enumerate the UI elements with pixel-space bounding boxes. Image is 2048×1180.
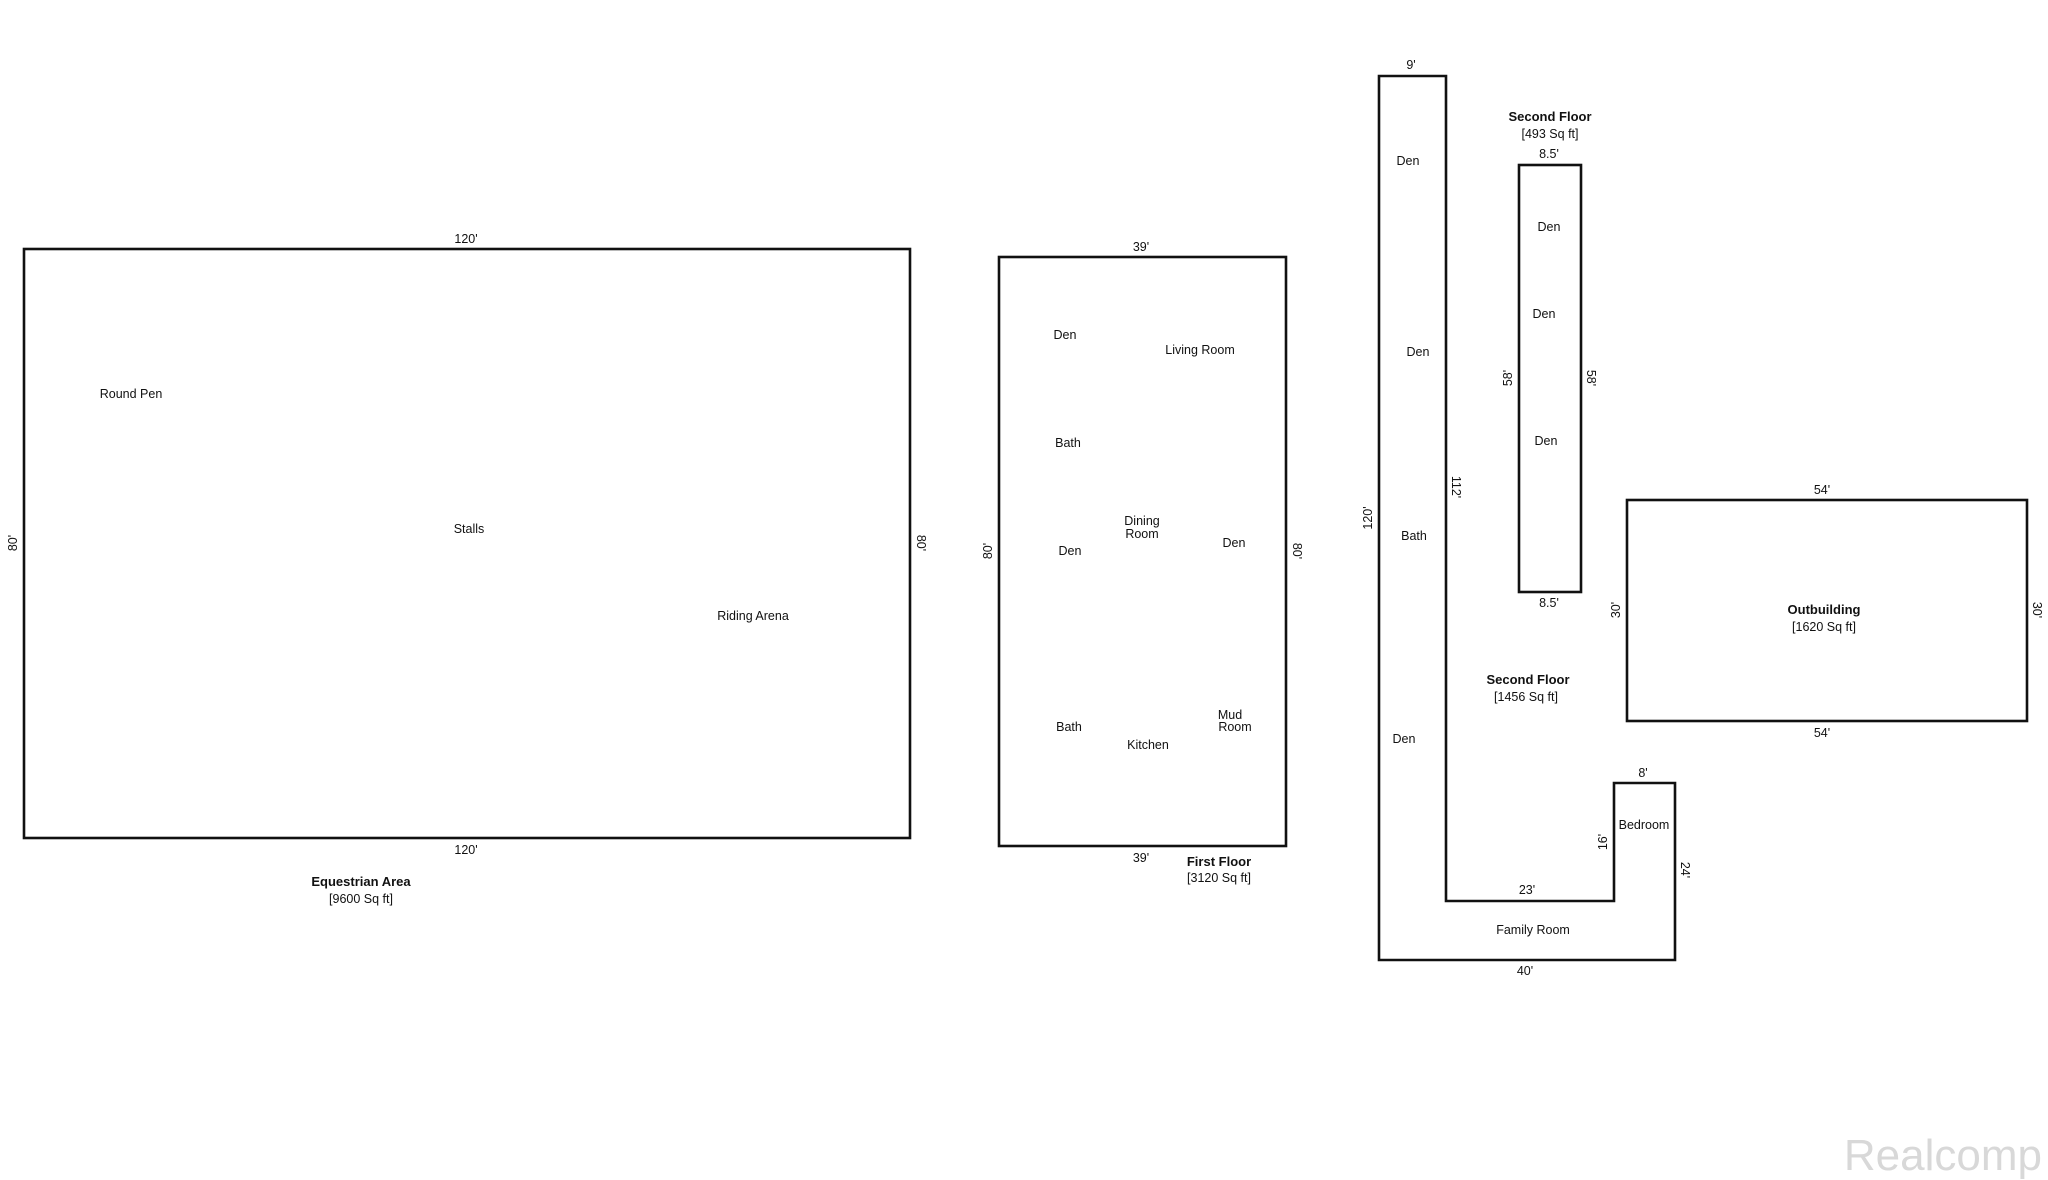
room-den: Den bbox=[1059, 544, 1082, 558]
first-floor-dim-top: 39' bbox=[1133, 240, 1149, 254]
outbuilding-dim-left: 30' bbox=[1609, 602, 1623, 618]
room-dining-room-line1: Dining bbox=[1124, 514, 1159, 528]
equestrian-dim-bottom: 120' bbox=[454, 843, 477, 857]
room-family-room: Family Room bbox=[1496, 923, 1570, 937]
second-floor-large-title: Second Floor bbox=[1486, 672, 1569, 687]
second-floor-small-dim-right: 58' bbox=[1584, 370, 1598, 386]
room-den: Den bbox=[1407, 345, 1430, 359]
equestrian-title: Equestrian Area bbox=[311, 874, 411, 889]
second-floor-dim-inner-bottom: 23' bbox=[1519, 883, 1535, 897]
second-floor-small-dim-top: 8.5' bbox=[1539, 147, 1559, 161]
room-den: Den bbox=[1223, 536, 1246, 550]
room-bath: Bath bbox=[1056, 720, 1082, 734]
outbuilding-dim-top: 54' bbox=[1814, 483, 1830, 497]
second-floor-dim-bottom: 40' bbox=[1517, 964, 1533, 978]
outbuilding-title: Outbuilding bbox=[1788, 602, 1861, 617]
room-stalls: Stalls bbox=[454, 522, 485, 536]
first-floor-dim-left: 80' bbox=[981, 543, 995, 559]
first-floor-outline bbox=[997, 255, 1288, 848]
second-floor-large-outline bbox=[1377, 74, 1677, 962]
room-den: Den bbox=[1535, 434, 1558, 448]
second-floor-dim-inner-right: 112' bbox=[1449, 476, 1463, 498]
second-floor-dim-inner-step: 16' bbox=[1596, 834, 1610, 850]
room-den: Den bbox=[1533, 307, 1556, 321]
outbuilding: 54' 54' 30' 30' Outbuilding [1620 Sq ft] bbox=[1609, 483, 2044, 740]
second-floor-dim-step-top: 8' bbox=[1638, 766, 1647, 780]
outbuilding-area-sqft: [1620 Sq ft] bbox=[1792, 620, 1856, 634]
room-riding-arena: Riding Arena bbox=[717, 609, 789, 623]
room-kitchen: Kitchen bbox=[1127, 738, 1169, 752]
room-den: Den bbox=[1538, 220, 1561, 234]
room-dining-room-line2: Room bbox=[1125, 527, 1158, 541]
second-floor-dim-top: 9' bbox=[1406, 58, 1415, 72]
room-bedroom: Bedroom bbox=[1619, 818, 1670, 832]
room-bath: Bath bbox=[1401, 529, 1427, 543]
second-floor-small-dim-left: 58' bbox=[1501, 370, 1515, 386]
equestrian-dim-top: 120' bbox=[454, 232, 477, 246]
first-floor: 39' 39' 80' 80' Den Living Room Bath Din… bbox=[981, 240, 1304, 885]
room-den: Den bbox=[1393, 732, 1416, 746]
room-bath: Bath bbox=[1055, 436, 1081, 450]
outbuilding-dim-bottom: 54' bbox=[1814, 726, 1830, 740]
room-den: Den bbox=[1397, 154, 1420, 168]
equestrian-area: 120' 120' 80' 80' Round Pen Stalls Ridin… bbox=[6, 232, 928, 906]
outbuilding-outline bbox=[1625, 498, 2029, 723]
first-floor-dim-bottom: 39' bbox=[1133, 851, 1149, 865]
first-floor-title: First Floor bbox=[1187, 854, 1251, 869]
second-floor-large: 9' 120' 112' 23' 16' 8' 24' 40' Den Den … bbox=[1361, 58, 1692, 978]
outbuilding-dim-right: 30' bbox=[2030, 602, 2044, 618]
second-floor-dim-left: 120' bbox=[1361, 506, 1375, 529]
second-floor-large-area-sqft: [1456 Sq ft] bbox=[1494, 690, 1558, 704]
realcomp-watermark: Realcomp bbox=[1844, 1131, 2042, 1180]
second-floor-small-outline bbox=[1517, 163, 1583, 594]
room-living-room: Living Room bbox=[1165, 343, 1234, 357]
room-mud-room-line2: Room bbox=[1218, 720, 1251, 734]
second-floor-small-title: Second Floor bbox=[1508, 109, 1591, 124]
second-floor-small: Second Floor [493 Sq ft] 8.5' 8.5' 58' 5… bbox=[1501, 109, 1598, 610]
second-floor-small-area-sqft: [493 Sq ft] bbox=[1522, 127, 1579, 141]
equestrian-dim-left: 80' bbox=[6, 535, 20, 551]
second-floor-small-dim-bottom: 8.5' bbox=[1539, 596, 1559, 610]
second-floor-dim-right: 24' bbox=[1678, 862, 1692, 878]
first-floor-area-sqft: [3120 Sq ft] bbox=[1187, 871, 1251, 885]
equestrian-dim-right: 80' bbox=[914, 535, 928, 551]
equestrian-area-sqft: [9600 Sq ft] bbox=[329, 892, 393, 906]
room-den: Den bbox=[1054, 328, 1077, 342]
room-mud-room-line1: Mud bbox=[1218, 708, 1242, 722]
first-floor-dim-right: 80' bbox=[1290, 543, 1304, 559]
equestrian-outline bbox=[22, 247, 912, 840]
room-round-pen: Round Pen bbox=[100, 387, 163, 401]
